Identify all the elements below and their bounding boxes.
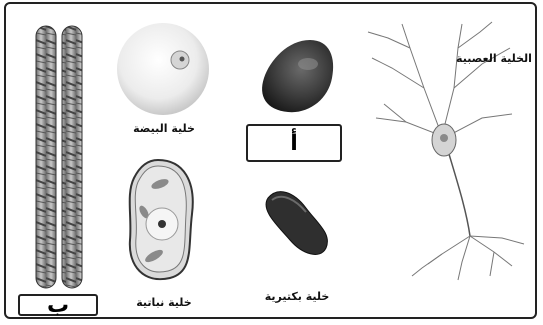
plant-cell: [122, 154, 202, 286]
label-box-b: ب: [18, 294, 98, 316]
muscle-fibers: [26, 22, 116, 312]
label-bacteria-cell: خلية بكتيرية: [252, 290, 342, 303]
cell-types-figure: ب خلية البيضة خلية نباتية: [4, 2, 537, 319]
nerve-cell-dendrites: [368, 22, 512, 138]
label-box-a: أ: [246, 124, 342, 162]
egg-cell: [108, 14, 218, 124]
egg-cell-body: [117, 23, 209, 115]
nerve-cell-axon: [446, 144, 470, 236]
red-blood-cell-body: [262, 40, 333, 112]
muscle-fiber-right: [62, 26, 82, 288]
label-plant-cell: خلية نباتية: [124, 296, 204, 309]
red-blood-cell: [252, 34, 342, 124]
bacteria-cell-body: [266, 192, 327, 255]
label-egg-cell: خلية البيضة: [124, 122, 204, 135]
egg-cell-nucleolus: [180, 57, 185, 62]
nerve-cell-axon-terminals: [412, 236, 524, 280]
plant-cell-nucleus: [158, 220, 166, 228]
label-nerve-cell: الخلية العصبية: [454, 52, 534, 65]
bacteria-cell: [256, 182, 340, 262]
muscle-fiber-left: [36, 26, 56, 288]
nerve-cell-nucleus: [440, 134, 448, 142]
red-blood-cell-highlight: [298, 58, 318, 70]
